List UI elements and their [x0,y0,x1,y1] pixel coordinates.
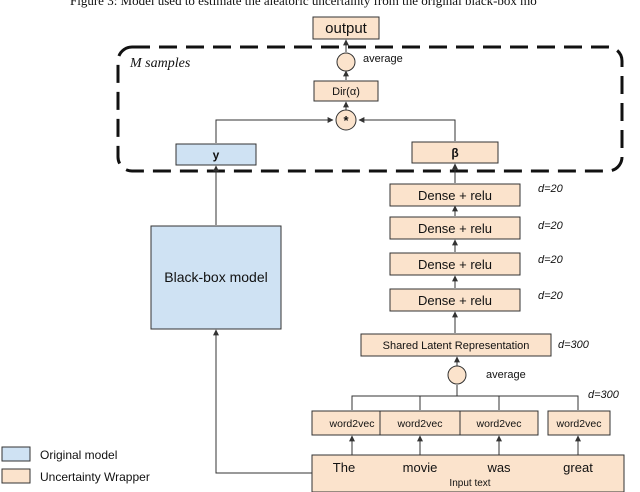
dense-1-dim: d=20 [538,183,564,195]
average-bottom-circle [447,365,467,385]
multiply-label: * [343,113,349,128]
multiply-circle [335,109,357,131]
dense-4-dim: d=20 [538,290,564,302]
beta-node: β [411,141,499,164]
figure-caption: Figure 3: Model used to estimate the ale… [70,0,537,8]
black-box-label: Black-box model [164,269,268,285]
connectors [213,39,581,474]
w2v-3-label: word2vec [476,418,522,430]
dirichlet-node: Dir(α) [313,80,379,102]
average-bottom-label: average [486,369,526,381]
average-top-label: average [363,53,403,65]
dense-1-label: Dense + relu [418,188,492,203]
legend: Original model Uncertainty Wrapper [1,446,150,484]
shared-dim: d=300 [558,339,590,351]
m-samples-label: M samples [129,56,191,71]
shared-latent-node: Shared Latent Representation [360,333,552,357]
input-word-3: was [486,460,511,475]
black-box-model: Black-box model [150,225,282,330]
word2vec-4: word2vec [547,410,611,436]
legend-original-label: Original model [40,448,117,462]
shared-latent-label: Shared Latent Representation [383,340,530,352]
input-word-1: The [333,460,355,475]
legend-swatch-wrapper [1,468,31,484]
y-node: y [175,143,257,166]
input-word-2: movie [403,460,438,475]
dense-3-label: Dense + relu [418,257,492,272]
dirichlet-label: Dir(α) [332,86,360,98]
word2vec-2: word2vec [379,410,461,436]
dense-2-label: Dense + relu [418,221,492,236]
average-top-circle [336,52,356,72]
dense-layer-2: Dense + relu [389,216,521,240]
dense-3-dim: d=20 [538,254,564,266]
w2v-dim: d=300 [588,389,620,401]
dense-layer-4: Dense + relu [389,288,521,312]
y-label: y [213,148,220,162]
output-label: output [325,20,368,37]
legend-wrapper-label: Uncertainty Wrapper [40,470,150,484]
word2vec-3: word2vec [459,410,539,436]
input-word-4: great [563,460,593,475]
w2v-4-label: word2vec [556,418,602,430]
input-text-label: Input text [449,478,490,489]
beta-label: β [451,146,458,160]
dense-layer-3: Dense + relu [389,252,521,276]
w2v-1-label: word2vec [329,418,375,430]
dense-2-dim: d=20 [538,220,564,232]
dense-4-label: Dense + relu [418,293,492,308]
w2v-2-label: word2vec [397,418,443,430]
legend-swatch-original [1,446,31,462]
output-node: output [312,16,380,40]
dense-layer-1: Dense + relu [389,183,521,207]
m-samples-region [116,45,624,173]
input-text-box: The movie was great Input text [311,454,625,492]
